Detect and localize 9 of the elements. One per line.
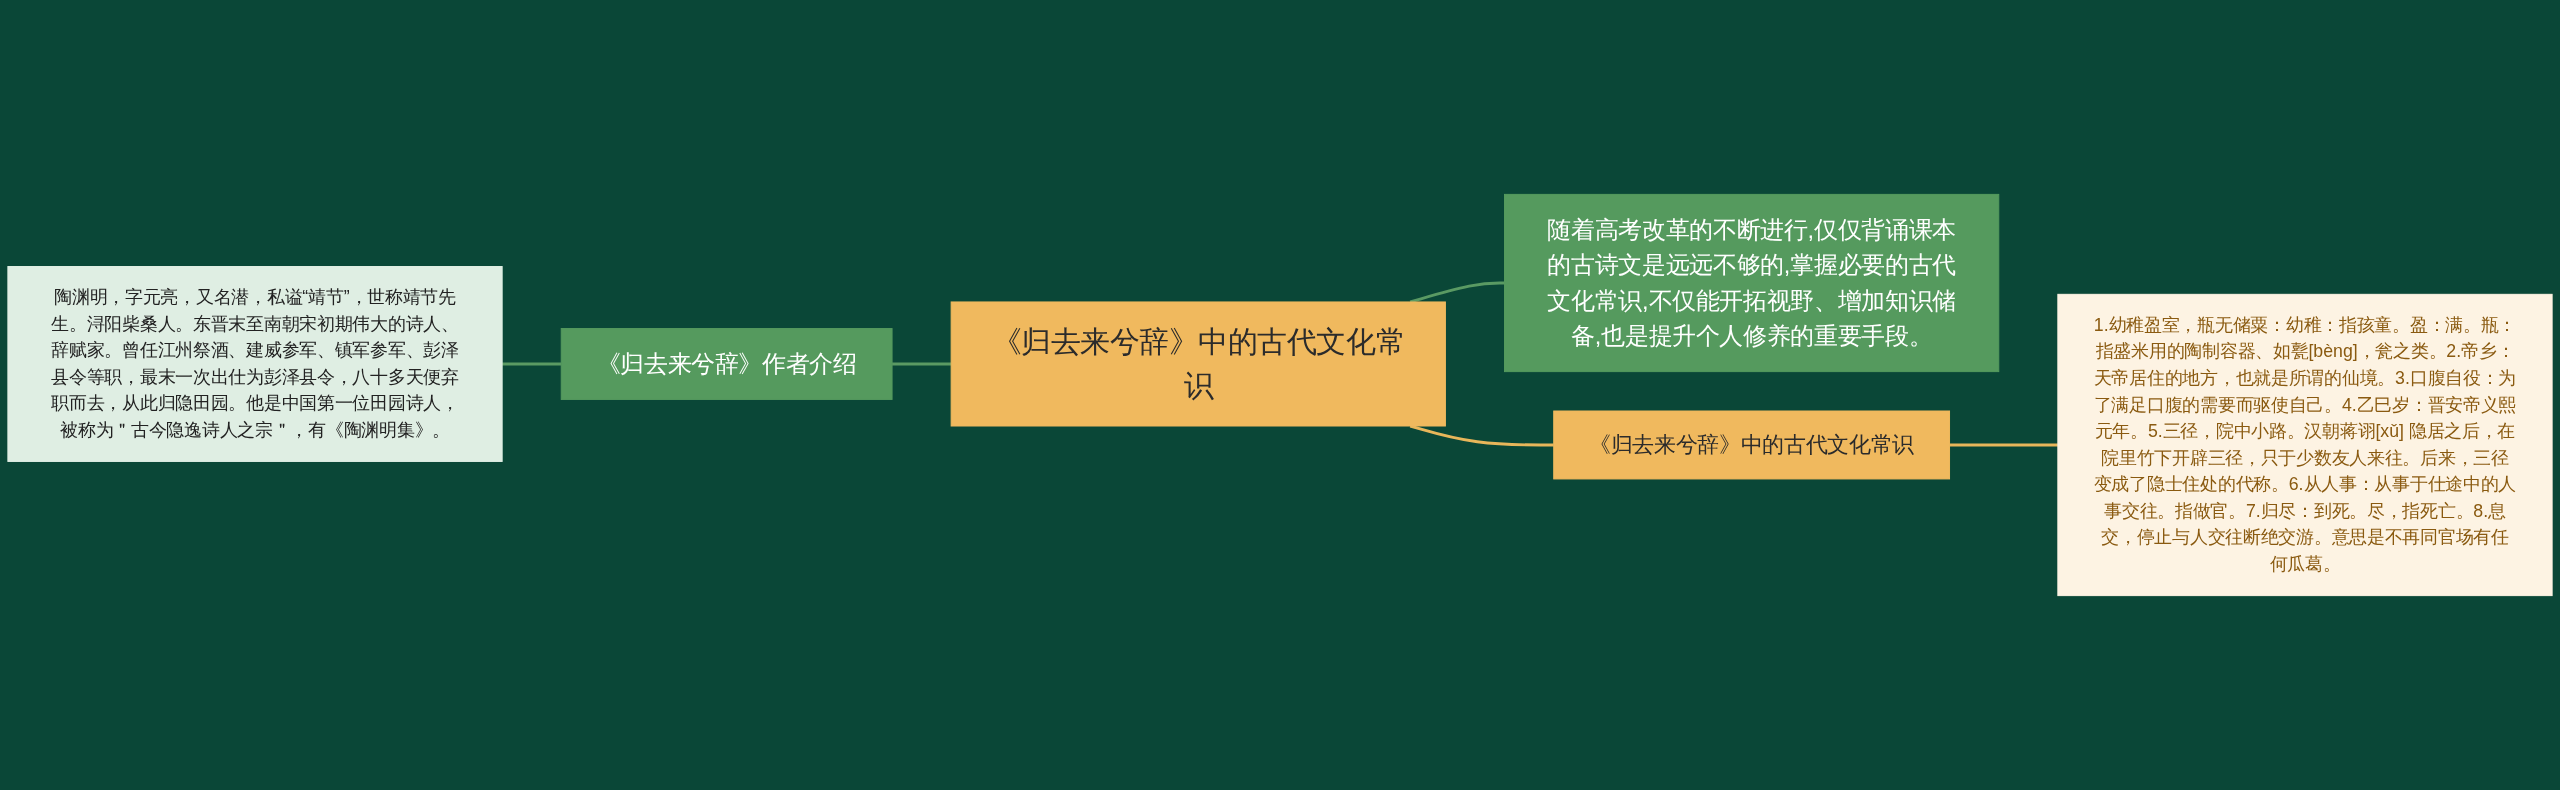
node-box: 《归去来兮辞》中的古代文化常识 xyxy=(1553,410,1951,480)
connector xyxy=(892,362,952,366)
node-box: 陶渊明，字元亮，又名潜，私谥“靖节”，世称靖节先生。浔阳柴桑人。东晋末至南朝宋初期伟大的诗人、辞赋家。曾任江州祭酒、建威参军、镇军参军、彭泽县令等职，最末一次出仕为彭泽县令，八十多天便弃职而去，从此归隐田园。他是中国第一位田园诗人，被称为＂古今隐逸诗人之宗＂，有《陶渊明集》。 xyxy=(7,266,503,462)
node-box: 1.幼稚盈室，瓶无储粟：幼稚：指孩童。盈：满。瓶：指盛米用的陶制容器、如甏[bèng]，瓮之类。2.帝乡：天帝居住的地方，也就是所谓的仙境。3.口腹自役：为了满足口腹的需要而驱使自己。4.乙巳岁：晋安帝义熙元年。5.三径，院中小路。汉朝蒋诩[xǔ] 隐居之后，在院里竹下开辟三径，只于少数友人来往。后来，三径变成了隐士住处的代称。6.从人事：从事于仕途中的人事交往。指做官。7.归尽：到死。尽，指死亡。8.息交，停止与人交往断绝交游。意思是不再同官场有任何瓜葛。 xyxy=(2057,293,2553,597)
node-box: 随着高考改革的不断进行,仅仅背诵课本的古诗文是远远不够的,掌握必要的古代文化常识,不仅能开拓视野、增加知识储备,也是提升个人修养的重要手段。 xyxy=(1504,193,2000,373)
node-box: 《归去来兮辞》中的古代文化常识 xyxy=(950,301,1446,427)
connector xyxy=(502,362,562,366)
node-box: 《归去来兮辞》作者介绍 xyxy=(560,328,893,400)
connector xyxy=(1949,443,2058,447)
